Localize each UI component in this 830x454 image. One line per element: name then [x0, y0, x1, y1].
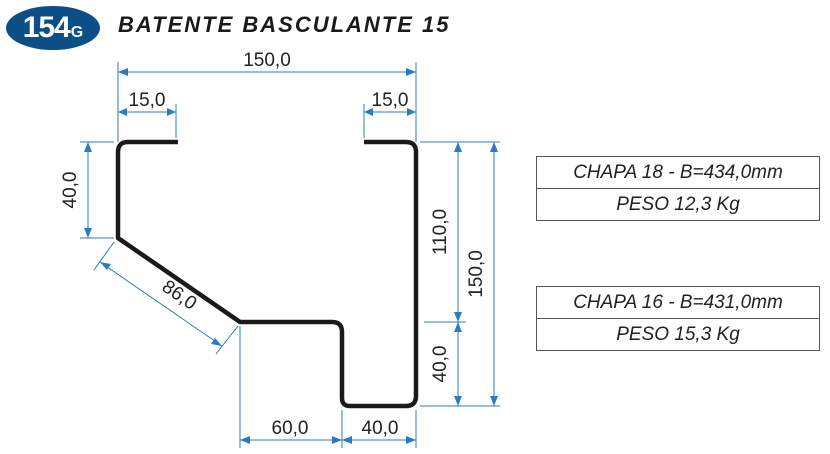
- dim-left-height: 40,0: [60, 141, 114, 239]
- dim-right-upper-label: 110,0: [430, 209, 451, 255]
- spec-chapa: CHAPA 16 - B=431,0mm: [573, 292, 783, 313]
- dim-left-lip: 15,0: [118, 90, 177, 138]
- dim-right-upper: 110,0: [420, 141, 466, 323]
- dim-left-lip-label: 15,0: [129, 90, 166, 111]
- spec-table-chapa-16: CHAPA 16 - B=431,0mm PESO 15,3 Kg: [536, 286, 820, 351]
- profile-shape: [115, 139, 419, 409]
- dim-right-lip-label: 15,0: [372, 90, 409, 111]
- spec-peso: PESO 15,3 Kg: [537, 318, 819, 350]
- dim-top-width-label: 150,0: [243, 50, 291, 71]
- catalog-number-badge: 154 G: [6, 6, 100, 50]
- dim-right-lower: 40,0: [430, 322, 462, 406]
- dim-right-total: 150,0: [420, 141, 500, 407]
- dim-bottom-step: 60,0: [239, 326, 343, 448]
- dim-diagonal: 86,0: [93, 241, 239, 355]
- dim-top-width: 150,0: [117, 50, 417, 142]
- spec-peso: PESO 12,3 Kg: [537, 188, 819, 220]
- dim-bottom-base-label: 40,0: [362, 418, 399, 439]
- badge-number: 154: [22, 11, 71, 44]
- dim-diagonal-label: 86,0: [158, 276, 200, 314]
- dim-left-height-label: 40,0: [60, 172, 81, 209]
- spec-table-chapa-18: CHAPA 18 - B=434,0mm PESO 12,3 Kg: [536, 156, 820, 221]
- page-title: BATENTE BASCULANTE 15: [118, 12, 451, 37]
- dim-bottom-step-label: 60,0: [272, 418, 309, 439]
- dim-right-total-label: 150,0: [466, 250, 487, 298]
- spec-chapa: CHAPA 18 - B=434,0mm: [573, 162, 783, 183]
- dim-bottom-base: 40,0: [342, 410, 417, 448]
- badge-suffix: G: [70, 24, 84, 41]
- dim-right-lip: 15,0: [363, 90, 416, 138]
- dim-right-lower-label: 40,0: [430, 346, 451, 383]
